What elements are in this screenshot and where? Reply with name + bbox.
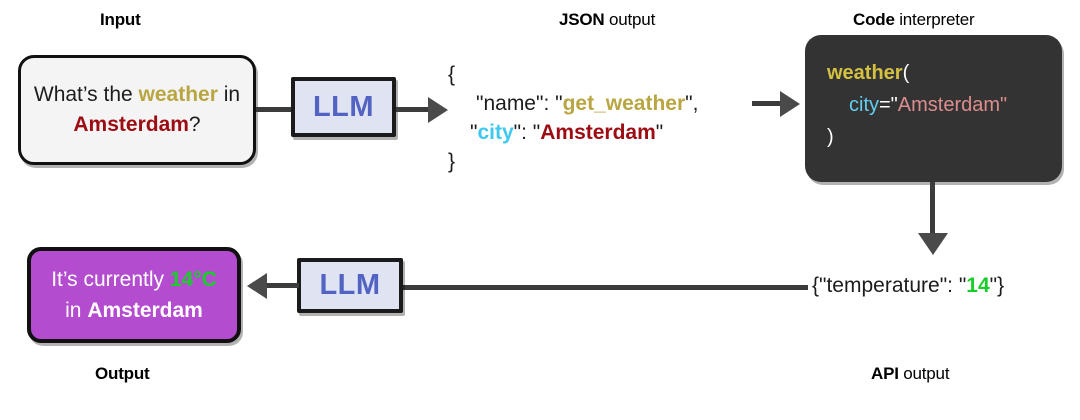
- input-keyword-amsterdam: Amsterdam: [73, 113, 189, 136]
- json-city-quote2: ": ": [513, 121, 541, 144]
- json-value-get-weather: get_weather: [562, 92, 686, 115]
- json-line-name: "name": "get_weather",: [448, 89, 698, 118]
- code-line-2: city="Amsterdam": [827, 89, 1062, 121]
- connector-api-to-llm: [403, 285, 808, 290]
- output-response-box: It’s currently 14°C in Amsterdam: [27, 247, 241, 343]
- code-arg-value: Amsterdam: [897, 94, 1001, 116]
- output-city-name: Amsterdam: [87, 299, 203, 322]
- caption-api-output: API output: [871, 364, 950, 384]
- input-prompt-box: What’s the weather in Amsterdam?: [18, 55, 256, 165]
- code-end-quote: ": [1000, 94, 1008, 116]
- output-line2-pre: in: [65, 299, 88, 322]
- caption-code-strong: Code: [853, 10, 895, 29]
- code-paren-close: ): [827, 126, 834, 148]
- json-key-name: "name": ": [476, 92, 563, 115]
- caption-json-light: output: [604, 10, 656, 29]
- json-output-text: { "name": "get_weather", "city": "Amster…: [448, 60, 698, 176]
- json-key-city: city: [477, 121, 514, 144]
- caption-code-light: interpreter: [894, 10, 975, 29]
- output-response-text: It’s currently 14°C in Amsterdam: [43, 264, 225, 326]
- json-close-brace: }: [448, 150, 456, 173]
- caption-output-strong: Output: [95, 364, 150, 383]
- code-line-3: ): [827, 121, 1062, 153]
- input-line1-pre: What’s the: [33, 83, 139, 106]
- caption-api-light: output: [898, 364, 950, 383]
- llm-box-top: LLM: [291, 77, 396, 137]
- llm-top-label: LLM: [312, 90, 375, 123]
- arrow-llm-to-output: [247, 273, 267, 299]
- api-output-text: {"temperature": "14"}: [812, 274, 1004, 298]
- code-equals-quote: =": [879, 94, 898, 116]
- output-line1-pre: It’s currently: [51, 268, 170, 291]
- code-line-1: weather(: [827, 57, 1062, 89]
- connector-json-to-code: [752, 101, 780, 106]
- connector-code-to-api: [930, 182, 935, 235]
- json-after-name: ",: [685, 92, 699, 115]
- connector-llm-to-json: [396, 107, 428, 112]
- api-value-temperature: 14: [966, 274, 990, 297]
- code-paren-open: (: [902, 62, 910, 84]
- json-line-city: "city": "Amsterdam": [448, 118, 698, 147]
- input-line2-post: ?: [188, 113, 201, 136]
- json-city-quote1: ": [470, 121, 478, 144]
- connector-input-to-llm: [256, 107, 293, 112]
- api-suffix: "}: [989, 274, 1005, 297]
- llm-bottom-label: LLM: [319, 269, 381, 301]
- code-function-name: weather: [827, 62, 903, 84]
- caption-code-interpreter: Code interpreter: [853, 10, 975, 30]
- arrow-code-to-api: [918, 233, 948, 255]
- input-keyword-weather: weather: [138, 83, 218, 106]
- code-arg-city: city: [849, 94, 879, 116]
- output-temperature-value: 14°C: [169, 268, 217, 291]
- code-interpreter-box: weather( city="Amsterdam" ): [805, 35, 1062, 182]
- caption-output: Output: [95, 364, 150, 384]
- json-value-amsterdam: Amsterdam: [540, 121, 656, 144]
- arrow-llm-to-json: [428, 97, 448, 123]
- input-line1-post: in: [217, 83, 241, 106]
- llm-box-bottom: LLM: [297, 258, 403, 313]
- input-prompt-text: What’s the weather in Amsterdam?: [24, 80, 250, 140]
- connector-llm-to-output: [267, 283, 299, 288]
- caption-api-strong: API: [871, 364, 899, 383]
- api-prefix: {"temperature": ": [812, 274, 967, 297]
- json-open-brace: {: [448, 63, 456, 86]
- caption-input-strong: Input: [100, 10, 141, 29]
- json-after-city: ": [655, 121, 664, 144]
- arrow-json-to-code: [780, 91, 800, 117]
- caption-input: Input: [100, 10, 141, 30]
- caption-json-strong: JSON: [559, 10, 605, 29]
- caption-json-output: JSON output: [559, 10, 655, 30]
